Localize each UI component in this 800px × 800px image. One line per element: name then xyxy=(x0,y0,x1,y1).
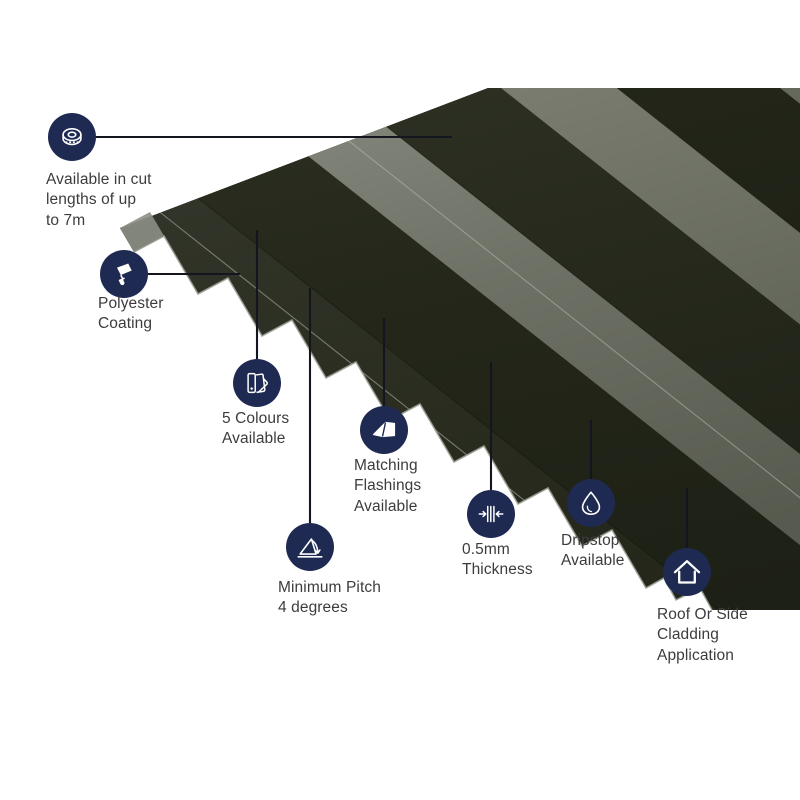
water-droplet-icon xyxy=(567,479,615,527)
roof-pitch-angle-icon xyxy=(286,523,334,571)
callout-roof-or-side-cladding[interactable]: Roof Or Side Cladding Application xyxy=(657,548,748,666)
house-outline-icon xyxy=(663,548,711,596)
callout-label: Dripstop Available xyxy=(561,532,625,570)
callout-label: Available in cut lengths of up to 7m xyxy=(46,171,152,229)
callout-matching-flashings-available[interactable]: Matching Flashings Available xyxy=(354,406,421,517)
callout-five-colours-available[interactable]: 5 Colours Available xyxy=(222,359,289,450)
callout-label: Polyester Coating xyxy=(98,295,164,333)
callout-thickness[interactable]: 0.5mm Thickness xyxy=(462,490,533,581)
tape-measure-icon xyxy=(48,113,96,161)
callout-label: Roof Or Side Cladding Application xyxy=(657,606,748,664)
flashing-fold-icon xyxy=(360,406,408,454)
callout-label: Matching Flashings Available xyxy=(354,457,422,515)
callout-label: Minimum Pitch 4 degrees xyxy=(278,579,381,617)
callout-minimum-pitch[interactable]: Minimum Pitch 4 degrees xyxy=(278,523,381,619)
callout-label: 0.5mm Thickness xyxy=(462,541,533,579)
paint-brush-icon xyxy=(100,250,148,298)
colour-swatch-fan-icon xyxy=(233,359,281,407)
callout-label: 5 Colours Available xyxy=(222,410,290,448)
callout-dripstop-available[interactable]: Dripstop Available xyxy=(561,479,625,572)
callout-polyester-coating[interactable]: Polyester Coating xyxy=(98,250,164,335)
thickness-caliper-icon xyxy=(467,490,515,538)
callout-available-in-cut-lengths[interactable]: Available in cut lengths of up to 7m xyxy=(46,113,152,231)
